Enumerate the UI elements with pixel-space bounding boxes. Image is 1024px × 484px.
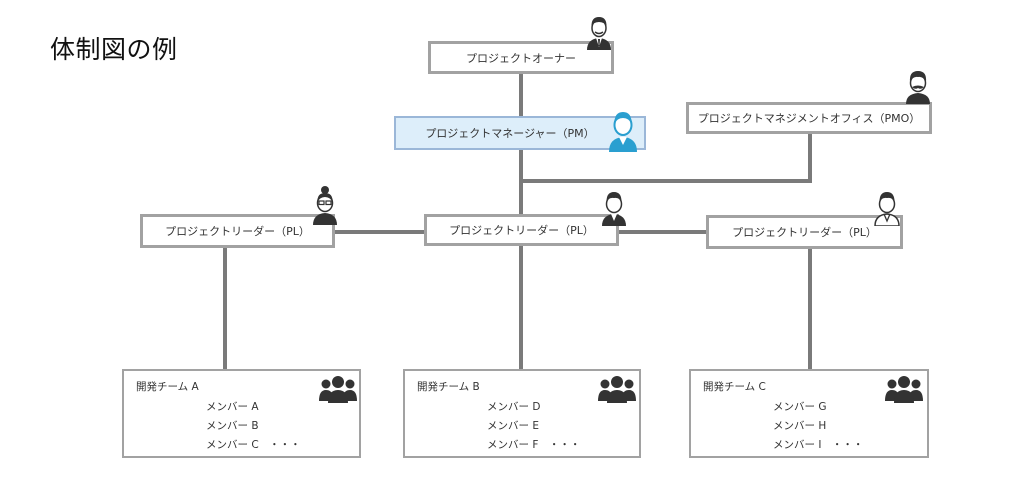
connector-leaders-left — [334, 230, 426, 234]
page-title: 体制図の例 — [50, 35, 178, 64]
leader-label-left: プロジェクトリーダー（PL） — [165, 225, 310, 238]
connector-leader-team-c — [808, 247, 812, 370]
team-group-icon — [319, 376, 357, 403]
connector-owner-pm — [519, 72, 523, 118]
connector-leaders-right — [616, 230, 709, 234]
owner-person-icon — [587, 17, 611, 50]
team-group-icon — [598, 376, 636, 403]
member-list: メンバー A メンバー B メンバー C ・・・ — [206, 398, 301, 455]
connector-pmo-down — [808, 132, 812, 182]
member-list: メンバー G メンバー H メンバー I ・・・ — [773, 398, 863, 455]
leader-person-icon — [313, 186, 337, 225]
member-item: メンバー F ・・・ — [487, 439, 581, 451]
member-item: メンバー H — [773, 420, 827, 432]
team-box-b: 開発チーム B メンバー D メンバー E メンバー F ・・・ — [403, 369, 641, 458]
team-group-icon — [885, 376, 923, 403]
connector-leader-team-a — [223, 246, 227, 370]
leader-label-center: プロジェクトリーダー（PL） — [449, 224, 594, 237]
team-box-c: 開発チーム C メンバー G メンバー H メンバー I ・・・ — [689, 369, 929, 458]
leader-person-icon — [602, 192, 626, 226]
team-box-a: 開発チーム A メンバー A メンバー B メンバー C ・・・ — [122, 369, 361, 458]
leader-node-center: プロジェクトリーダー（PL） — [424, 214, 619, 246]
connector-pmo-horizontal — [519, 179, 812, 183]
leader-label-right: プロジェクトリーダー（PL） — [732, 226, 877, 239]
owner-label: プロジェクトオーナー — [466, 51, 576, 65]
owner-node: プロジェクトオーナー — [428, 41, 614, 74]
pm-label: プロジェクトマネージャー（PM） — [425, 127, 595, 140]
connector-leader-team-b — [519, 244, 523, 370]
member-item: メンバー C ・・・ — [206, 439, 301, 451]
pmo-node: プロジェクトマネジメントオフィス（PMO） — [686, 102, 932, 134]
member-item: メンバー D — [487, 401, 541, 413]
member-item: メンバー B — [206, 420, 259, 432]
leader-node-right: プロジェクトリーダー（PL） — [706, 215, 903, 249]
leader-node-left: プロジェクトリーダー（PL） — [140, 214, 335, 248]
pm-person-icon — [609, 112, 637, 152]
member-list: メンバー D メンバー E メンバー F ・・・ — [487, 398, 580, 455]
team-name: 開発チーム A — [136, 381, 199, 393]
leader-person-icon — [874, 192, 900, 226]
team-name: 開発チーム C — [703, 381, 766, 393]
member-item: メンバー A — [206, 401, 259, 413]
member-item: メンバー G — [773, 401, 827, 413]
pmo-label: プロジェクトマネジメントオフィス（PMO） — [697, 112, 921, 125]
member-item: メンバー E — [487, 420, 539, 432]
member-item: メンバー I ・・・ — [773, 439, 864, 451]
team-name: 開発チーム B — [417, 381, 480, 393]
pmo-person-icon — [906, 71, 930, 104]
pm-node: プロジェクトマネージャー（PM） — [394, 116, 646, 150]
